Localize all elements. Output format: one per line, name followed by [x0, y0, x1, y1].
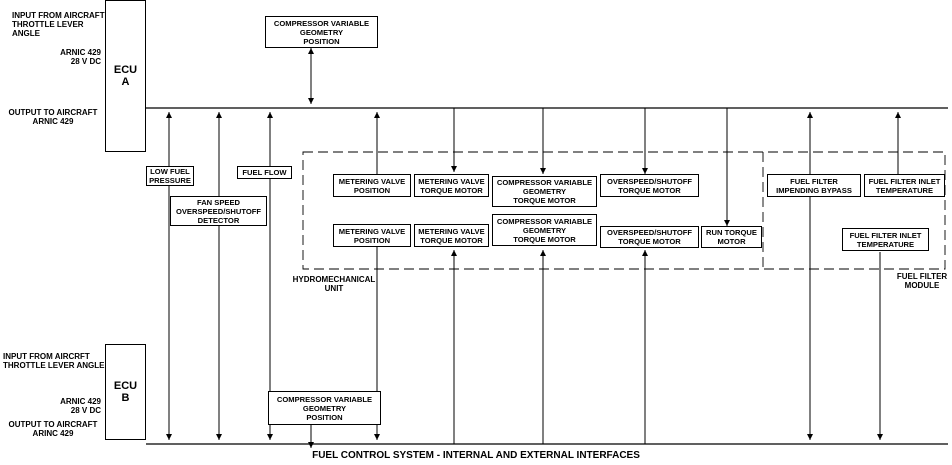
ecu-b-box: ECU B	[105, 344, 146, 440]
cvg-position-top-box: COMPRESSOR VARIABLE GEOMETRY POSITION	[265, 16, 378, 48]
ecu-a-letter: A	[121, 76, 130, 88]
cvg-torque-motor-b-box: COMPRESSOR VARIABLE GEOMETRY TORQUE MOTO…	[492, 214, 597, 246]
fuel-filter-bypass-box: FUEL FILTER IMPENDING BYPASS	[767, 174, 861, 197]
output-a-label: OUTPUT TO AIRCRAFT ARNIC 429	[8, 108, 98, 126]
metering-valve-position-a-box: METERING VALVE POSITION	[333, 174, 411, 197]
low-fuel-pressure-box: LOW FUEL PRESSURE	[146, 166, 194, 186]
output-b-label: OUTPUT TO AIRCRAFT ARINC 429	[8, 420, 98, 438]
input-throttle-b-label: INPUT FROM AIRCRFT THROTTLE LEVER ANGLE	[3, 352, 105, 370]
metering-valve-torque-motor-a-box: METERING VALVE TORQUE MOTOR	[414, 174, 489, 197]
arinc-a-label: ARNIC 429 28 V DC	[60, 48, 101, 66]
input-throttle-a-label: INPUT FROM AIRCRAFT THROTTLE LEVER ANGLE	[12, 11, 105, 38]
fuel-filter-temp-b-box: FUEL FILTER INLET TEMPERATURE	[842, 228, 929, 251]
metering-valve-position-b-box: METERING VALVE POSITION	[333, 224, 411, 247]
hmu-outline	[302, 151, 946, 270]
fuel-filter-module-label: FUEL FILTER MODULE	[896, 272, 948, 290]
diagram-title: FUEL CONTROL SYSTEM - INTERNAL AND EXTER…	[312, 450, 640, 461]
cvg-torque-motor-a-box: COMPRESSOR VARIABLE GEOMETRY TORQUE MOTO…	[492, 176, 597, 207]
ecu-b-name: ECU	[113, 380, 138, 392]
cvg-position-bottom-box: COMPRESSOR VARIABLE GEOMETRY POSITION	[268, 391, 381, 425]
run-torque-motor-box: RUN TORQUE MOTOR	[701, 226, 762, 248]
ecu-a-name: ECU	[113, 64, 138, 76]
ecu-b-letter: B	[121, 392, 130, 404]
arinc-b-label: ARNIC 429 28 V DC	[60, 397, 101, 415]
fuel-filter-temp-a-box: FUEL FILTER INLET TEMPERATURE	[864, 174, 945, 197]
hydromechanical-unit-label: HYDROMECHANICAL UNIT	[292, 275, 376, 293]
fan-speed-detector-box: FAN SPEED OVERSPEED/SHUTOFF DETECTOR	[170, 196, 267, 226]
overspeed-torque-motor-b-box: OVERSPEED/SHUTOFF TORQUE MOTOR	[600, 226, 699, 248]
metering-valve-torque-motor-b-box: METERING VALVE TORQUE MOTOR	[414, 224, 489, 247]
fuel-flow-box: FUEL FLOW	[237, 166, 292, 179]
ecu-a-box: ECU A	[105, 0, 146, 152]
overspeed-torque-motor-a-box: OVERSPEED/SHUTOFF TORQUE MOTOR	[600, 174, 699, 197]
